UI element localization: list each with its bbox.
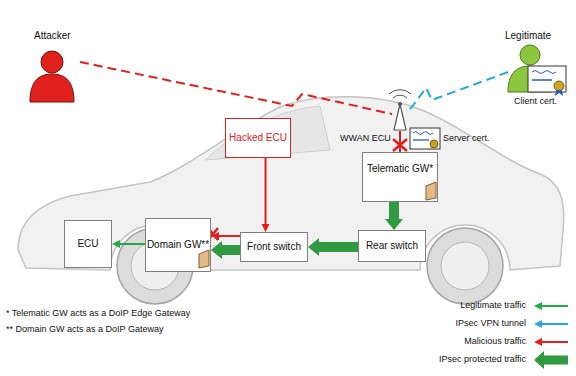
node-text: ECU — [77, 238, 98, 250]
node-text: Front switch — [247, 241, 301, 253]
blocked-mark — [393, 139, 407, 151]
client-certificate — [528, 66, 566, 96]
part-label: WWAN ECU — [340, 133, 391, 143]
node-text: Rear switch — [366, 240, 418, 252]
wheel — [427, 228, 503, 304]
footnote: * Telematic GW acts as a DoIP Edge Gatew… — [6, 308, 190, 318]
part-label: Server cert. — [443, 133, 490, 143]
node-text: Hacked ECU — [229, 132, 287, 144]
traffic-arrow — [112, 240, 145, 248]
server-certificate — [410, 128, 440, 149]
part-label: Legitimate — [505, 30, 551, 42]
legend-text: IPsec protected traffic — [380, 354, 526, 364]
node-text: Domain GW** — [147, 239, 209, 251]
gateway-box: Domain GW** — [145, 218, 211, 272]
node-text: Telematic GW* — [367, 163, 433, 175]
ecu-box: Hacked ECU — [225, 118, 291, 158]
legend-sample — [534, 302, 568, 310]
switch-box: Front switch — [240, 232, 308, 262]
gateway-box: Telematic GW* — [362, 152, 438, 202]
legend-text: Malicious traffic — [380, 336, 526, 346]
legend-text: Legitimate traffic — [380, 300, 526, 310]
legend-sample — [534, 351, 568, 369]
traffic-arrow — [211, 241, 240, 259]
vpn-wireless-link — [408, 72, 508, 112]
attacker-figure — [30, 51, 74, 102]
ecu-box: ECU — [64, 220, 112, 268]
firewall-icon — [199, 250, 209, 268]
legend-sample — [534, 338, 568, 346]
car-window — [205, 106, 330, 160]
malicious-link — [399, 131, 401, 152]
malicious-wireless-link — [80, 62, 392, 114]
antenna-icon — [389, 90, 411, 130]
legend-sample — [534, 320, 568, 328]
traffic-arrow — [308, 238, 358, 256]
switch-box: Rear switch — [358, 230, 426, 262]
part-label: Attacker — [34, 30, 71, 42]
firewall-icon — [426, 182, 436, 200]
footnote: ** Domain GW acts as a DoIP Gateway — [6, 324, 163, 334]
legend-text: IPsec VPN tunnel — [380, 318, 526, 328]
part-label: Client cert. — [514, 96, 557, 106]
traffic-arrow — [211, 232, 240, 240]
traffic-arrow — [262, 158, 270, 232]
traffic-arrow — [385, 202, 403, 230]
